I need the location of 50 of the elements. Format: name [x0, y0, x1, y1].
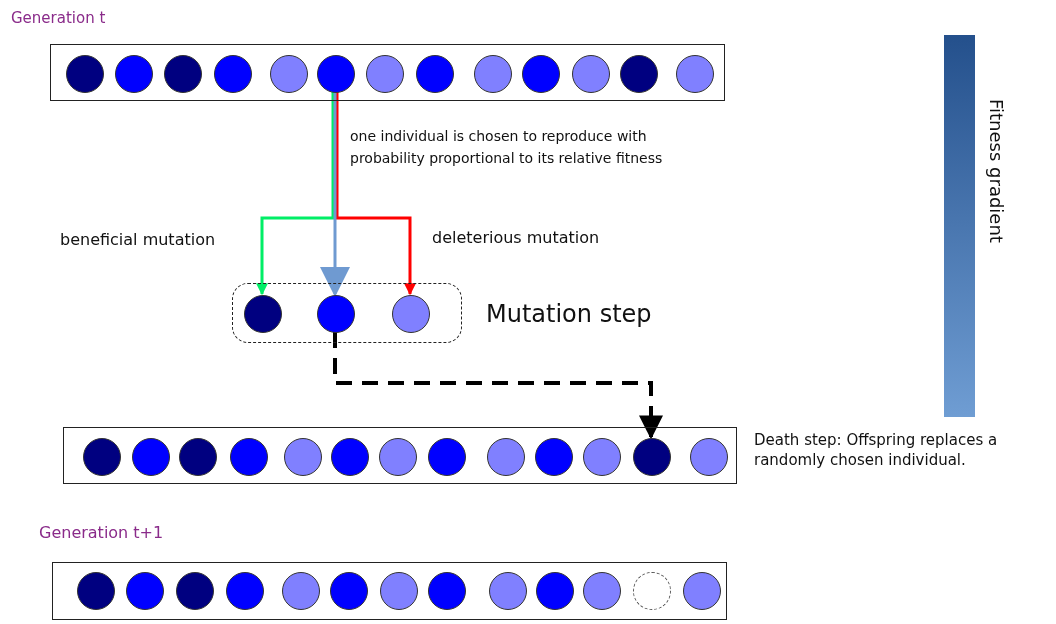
step-caption: Mutation step	[486, 299, 652, 330]
step-caption: Death step: Offspring replaces a randomly chosen individual.	[754, 430, 999, 471]
individual-circle	[583, 572, 621, 610]
individual-circle	[179, 438, 217, 476]
individual-circle	[583, 438, 621, 476]
section-heading: Generation t	[11, 9, 106, 27]
axis-label: Fitness gradient	[985, 99, 1009, 243]
individual-circle	[522, 55, 560, 93]
individual-circle	[366, 55, 404, 93]
individual-circle	[676, 55, 714, 93]
individual-circle	[226, 572, 264, 610]
individual-circle	[282, 572, 320, 610]
individual-circle	[379, 438, 417, 476]
individual-circle	[331, 438, 369, 476]
arrow	[335, 92, 416, 296]
individual-circle	[487, 438, 525, 476]
individual-circle	[380, 572, 418, 610]
individual-circle	[83, 438, 121, 476]
individual-circle	[284, 438, 322, 476]
individual-circle	[690, 438, 728, 476]
individual-circle	[536, 572, 574, 610]
arrow	[333, 332, 663, 440]
individual-circle	[244, 295, 282, 333]
individual-circle	[620, 55, 658, 93]
individual-circle	[132, 438, 170, 476]
individual-circle	[474, 55, 512, 93]
individual-circle	[317, 55, 355, 93]
individual-circle	[270, 55, 308, 93]
individual-circle	[416, 55, 454, 93]
individual-circle	[126, 572, 164, 610]
individual-circle	[633, 438, 671, 476]
individual-circle	[176, 572, 214, 610]
individual-circle	[115, 55, 153, 93]
individual-circle	[230, 438, 268, 476]
individual-circle	[428, 438, 466, 476]
individual-circle	[535, 438, 573, 476]
individual-circle	[214, 55, 252, 93]
individual-circle	[392, 295, 430, 333]
individual-circle	[572, 55, 610, 93]
arrow	[256, 92, 335, 296]
individual-circle	[317, 295, 355, 333]
section-heading: Generation t+1	[39, 523, 164, 542]
individual-circle	[489, 572, 527, 610]
individual-circle	[77, 572, 115, 610]
individual-circle	[428, 572, 466, 610]
individual-circle	[164, 55, 202, 93]
individual-circle	[683, 572, 721, 610]
individual-circle	[330, 572, 368, 610]
arrow	[320, 92, 350, 297]
individual-circle	[66, 55, 104, 93]
